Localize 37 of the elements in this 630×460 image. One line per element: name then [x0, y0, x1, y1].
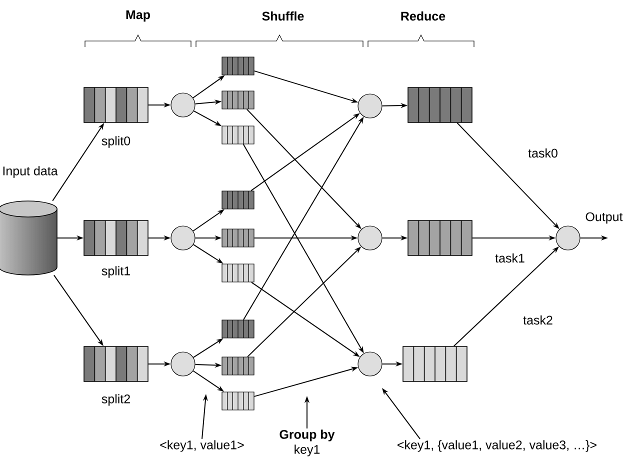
queue-box	[402, 346, 468, 382]
queue-box	[84, 346, 148, 382]
annotation-text: <key1, value1>	[160, 440, 244, 452]
stage-heading: Shuffle	[262, 11, 304, 21]
queue-box	[222, 190, 254, 210]
process-circle	[358, 226, 382, 250]
edge-label: task2	[522, 314, 554, 326]
queue-box	[84, 220, 148, 256]
queue-box	[222, 126, 254, 144]
annotation-text: Group by key1	[280, 430, 335, 456]
queue-box	[222, 320, 254, 338]
process-circle	[170, 352, 196, 376]
annotation-text: <key1, {value1, value2, value3, …}>	[398, 440, 596, 452]
process-circle	[170, 226, 196, 250]
node-caption: Input data	[3, 166, 58, 178]
queue-box	[222, 56, 254, 76]
process-circle	[358, 94, 382, 118]
node-caption: Output	[586, 212, 623, 224]
process-circle	[358, 352, 382, 376]
stage-heading: Map	[126, 10, 150, 22]
queue-box	[222, 392, 254, 410]
edge-label: task1	[494, 252, 526, 264]
node-caption: split2	[102, 394, 130, 406]
process-circle	[170, 92, 196, 118]
queue-box	[222, 228, 254, 248]
stage-heading: Reduce	[401, 11, 446, 21]
queue-box	[222, 264, 254, 282]
node-caption: split1	[102, 266, 130, 278]
queue-box	[408, 220, 472, 256]
queue-box	[222, 90, 254, 110]
queue-box	[408, 87, 472, 123]
queue-box	[84, 87, 148, 123]
database-cylinder	[0, 200, 58, 276]
edge-label: task0	[527, 147, 559, 159]
queue-box	[222, 356, 254, 376]
node-caption: split0	[102, 136, 130, 148]
process-circle	[556, 226, 580, 250]
